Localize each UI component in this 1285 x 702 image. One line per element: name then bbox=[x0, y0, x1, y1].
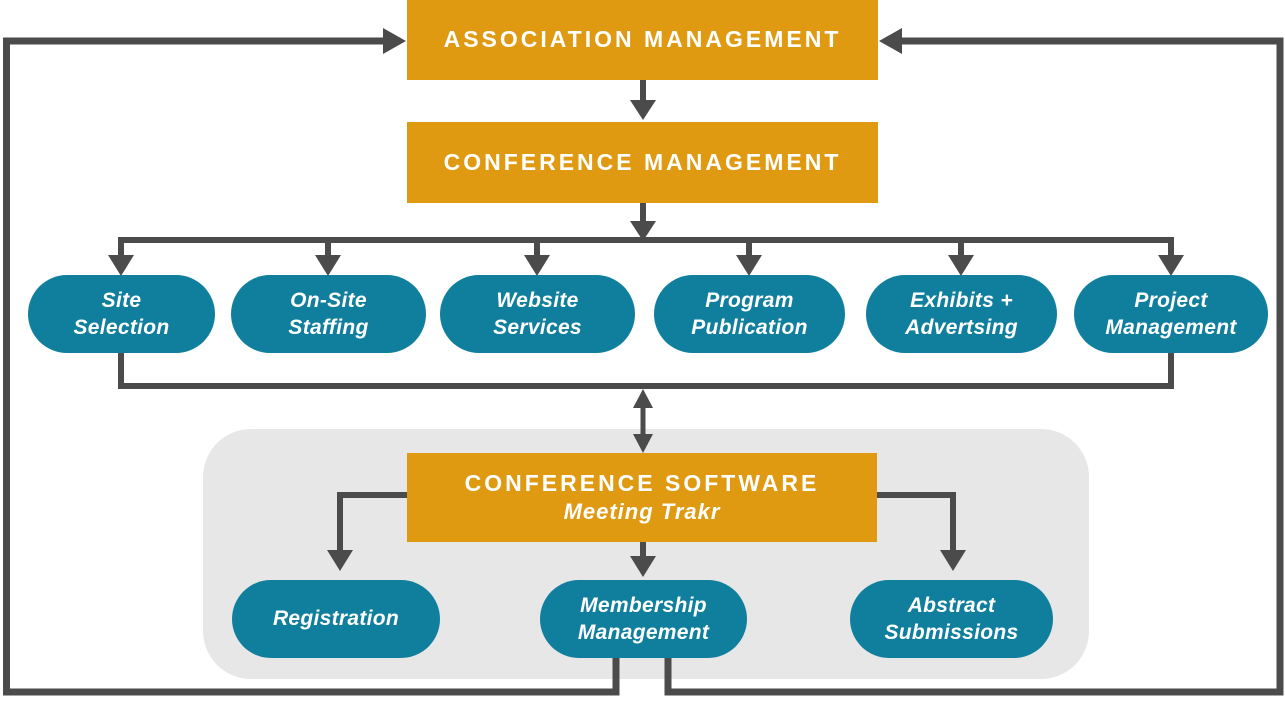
connector-conference-to-services bbox=[630, 203, 656, 241]
conference-software-subtitle: Meeting Trakr bbox=[563, 499, 721, 525]
connector-association-to-conference bbox=[630, 80, 656, 120]
connector-feedback-left bbox=[3, 28, 620, 696]
connector-services-collector bbox=[118, 353, 1174, 389]
conference-software-title: CONFERENCE SOFTWARE bbox=[464, 470, 820, 497]
node-registration: Registration bbox=[232, 580, 440, 658]
connector-software-to-membership bbox=[630, 542, 656, 577]
node-conference-management: CONFERENCE MANAGEMENT bbox=[407, 122, 878, 203]
node-on-site-staffing: On-Site Staffing bbox=[231, 275, 426, 353]
node-association-management: ASSOCIATION MANAGEMENT bbox=[407, 0, 878, 80]
node-project-management: Project Management bbox=[1074, 275, 1268, 353]
node-conference-software: CONFERENCE SOFTWARE Meeting Trakr bbox=[407, 453, 877, 542]
node-exhibits-advertising: Exhibits + Advertsing bbox=[866, 275, 1057, 353]
node-membership-management: Membership Management bbox=[540, 580, 747, 658]
connector-software-to-registration bbox=[327, 492, 407, 571]
node-website-services: Website Services bbox=[440, 275, 635, 353]
node-program-publication: Program Publication bbox=[654, 275, 845, 353]
connector-services-distribution bbox=[108, 237, 1184, 276]
connector-feedback-right bbox=[664, 28, 1284, 696]
connector-software-to-abstracts bbox=[877, 492, 966, 571]
node-site-selection: Site Selection bbox=[28, 275, 215, 353]
connector-services-to-software bbox=[633, 389, 653, 453]
node-abstract-submissions: Abstract Submissions bbox=[850, 580, 1053, 658]
